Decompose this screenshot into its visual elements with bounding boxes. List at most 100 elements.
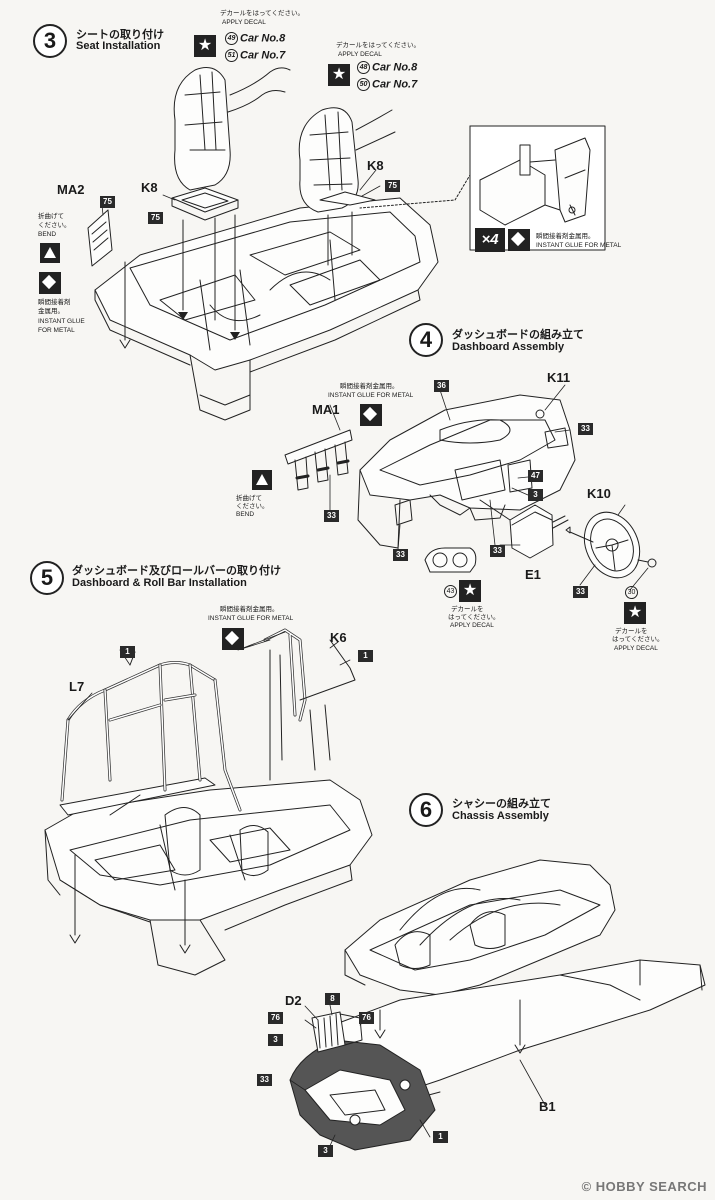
step3-title-en: Seat Installation [76, 40, 161, 52]
step4-glue-en: INSTANT GLUE FOR METAL [328, 392, 414, 399]
leader-lines [67, 169, 649, 1151]
step6-part-b1: B1 [539, 1099, 556, 1114]
step6-badge-8: 8 [325, 993, 340, 1005]
step4-part-ma1: MA1 [312, 402, 340, 417]
step5-glue-jp: 瞬間接着剤金属用。 [220, 606, 279, 613]
step5-glue-en: INSTANT GLUE FOR METAL [208, 615, 294, 622]
step3-seat-left [171, 67, 291, 221]
step4-gauge-decal-jp2: はってください。 [448, 614, 500, 621]
step4-wheel-decal-jp1: デカールを [615, 628, 648, 635]
step6-badge-33: 33 [257, 1074, 272, 1086]
step5-badge-1-k6: 1 [358, 650, 373, 662]
step6-badge-3-a: 3 [268, 1034, 283, 1046]
step3-title-jp: シートの取り付け [76, 29, 164, 41]
step3-number: 3 [33, 24, 67, 58]
step3-bend-en: BEND [38, 231, 57, 238]
step3-decal1-star-icon: ★ [194, 35, 216, 57]
step4-gauge-decal-jp1: デカールを [451, 606, 484, 613]
step3-decal1-jp: デカールをはってください。 [220, 10, 304, 17]
step4-gauge-star-icon: ★ [459, 580, 481, 602]
step4-dashboard [357, 394, 576, 549]
step3-glue-jp2: 金属用。 [38, 308, 64, 315]
step4-title-en: Dashboard Assembly [452, 341, 565, 353]
step4-bend-jp: 折曲げて [236, 495, 262, 502]
step3-seat-right [298, 107, 396, 213]
step5-roll-cage [60, 628, 356, 812]
step6-rear-bumper [289, 1039, 436, 1151]
step4-number: 4 [409, 323, 443, 357]
step3-glue-jp1: 瞬間接着剤 [38, 299, 71, 306]
step4-badge-33-dash: 33 [393, 549, 408, 561]
step3-glue-en1: INSTANT GLUE [38, 318, 85, 325]
step4-bend-en1: ください。 [236, 503, 269, 510]
step5-number: 5 [30, 561, 64, 595]
step4-part-k10: K10 [587, 486, 611, 501]
step3-bend-icon [40, 243, 60, 263]
step4-steering-wheel [565, 511, 657, 579]
step4-wheel-star-icon: ★ [624, 602, 646, 624]
step6-badge-76-b: 76 [359, 1012, 374, 1024]
step6-title-en: Chassis Assembly [452, 810, 549, 822]
step4-glue-icon [360, 404, 382, 426]
step4-ma1-bracket [284, 429, 353, 491]
step3-part-k8-right: K8 [367, 158, 384, 173]
step5-part-k6: K6 [330, 630, 347, 645]
step4-wheel-decal-en: APPLY DECAL [614, 645, 658, 652]
step4-gauge-decal-piece [424, 547, 477, 573]
step4-part-e1: E1 [525, 567, 541, 582]
step3-bend-jp2: ください。 [38, 222, 71, 229]
step3-badge-75-seat-right: 75 [385, 180, 400, 192]
step4-gauge-decal-num: 43 [444, 583, 459, 601]
step4-wheel-decal-jp2: はってください。 [612, 636, 664, 643]
step3-ma2-plate [87, 209, 113, 267]
step3-badge-75-ma2: 75 [100, 196, 115, 208]
step4-title-jp: ダッシュボードの組み立て [452, 329, 584, 341]
step5-title-jp: ダッシュボード及びロールバーの取り付け [72, 565, 281, 577]
step3-inset-glue-en: INSTANT GLUE FOR METAL [536, 242, 622, 249]
step3-decal2-star-icon: ★ [328, 64, 350, 86]
step3-part-ma2: MA2 [57, 182, 85, 197]
step3-glue-icon [39, 272, 61, 294]
step4-badge-33-ma1: 33 [324, 510, 339, 522]
watermark: © HOBBY SEARCH [581, 1179, 707, 1194]
step4-badge-33-k11: 33 [578, 423, 593, 435]
step6-title-jp: シャシーの組み立て [452, 798, 551, 810]
step4-part-k11: K11 [547, 370, 571, 385]
step3-decal2-en: APPLY DECAL [338, 51, 382, 58]
step4-badge-33-wheel: 33 [573, 586, 588, 598]
step4-gauge-decal-en: APPLY DECAL [450, 622, 494, 629]
step3-decal1-en: APPLY DECAL [222, 19, 266, 26]
step6-part-d2: D2 [285, 993, 302, 1008]
step3-badge-75-seat-left: 75 [148, 212, 163, 224]
step4-badge-33-e1: 33 [490, 545, 505, 557]
step3-inset-glue-jp: 瞬間接着剤金属用。 [536, 233, 595, 240]
step5-badge-1-top: 1 [120, 646, 135, 658]
step4-badge-36: 36 [434, 380, 449, 392]
step6-number: 6 [409, 793, 443, 827]
step6-diffuser-d2 [311, 1011, 363, 1053]
step3-guides [119, 211, 353, 349]
step4-e1-part [479, 499, 569, 559]
step4-badge-47: 47 [528, 470, 543, 482]
step3-inset-multiplier: ×4 [475, 228, 505, 252]
step3-inset-bracket [359, 125, 606, 251]
step4-wheel-decal-num: 30 [625, 584, 640, 602]
step6-badge-1: 1 [433, 1131, 448, 1143]
step5-glue-icon [222, 628, 244, 650]
step4-bend-icon [252, 470, 272, 490]
step4-glue-jp: 瞬間接着剤金属用。 [340, 383, 399, 390]
step6-badge-3-b: 3 [318, 1145, 333, 1157]
step5-tub [44, 777, 373, 976]
step3-decal2-jp: デカールをはってください。 [336, 42, 420, 49]
step4-badge-3: 3 [528, 489, 543, 501]
step6-badge-76-a: 76 [268, 1012, 283, 1024]
step5-title-en: Dashboard & Roll Bar Installation [72, 577, 247, 589]
step3-glue-en2: FOR METAL [38, 327, 75, 334]
step4-bend-en2: BEND [236, 511, 255, 518]
